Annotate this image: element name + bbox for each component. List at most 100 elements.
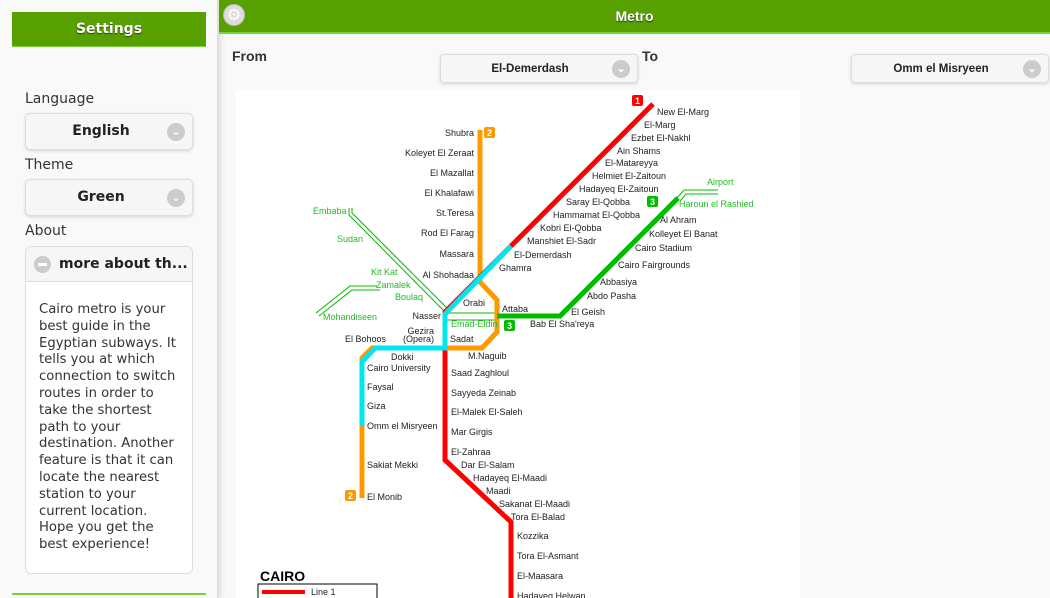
- station-label[interactable]: Kozzika: [517, 531, 549, 541]
- station-label[interactable]: Al Shohadaa: [422, 270, 474, 280]
- line3-branch-mohandiseen: [315, 285, 377, 314]
- settings-sidebar: Settings Language English⌄ Theme Green⌄ …: [0, 0, 218, 598]
- station-label[interactable]: Sakanat El-Maadi: [499, 499, 570, 509]
- station-label[interactable]: Ezbet El-Nakhl: [631, 133, 691, 143]
- station-label[interactable]: El-Marg: [644, 120, 676, 130]
- station-label[interactable]: Manshiet El-Sadr: [527, 236, 596, 246]
- station-label[interactable]: Cairo University: [367, 363, 431, 373]
- station-label[interactable]: Dokki: [391, 352, 414, 362]
- settings-title: Settings: [12, 12, 206, 47]
- station-label[interactable]: Koleyet El Zeraat: [405, 148, 475, 158]
- station-label[interactable]: Rod El Farag: [421, 228, 474, 238]
- line1: [442, 102, 655, 598]
- station-label[interactable]: Dar El-Salam: [461, 460, 515, 470]
- station-label[interactable]: Saray El-Qobba: [566, 197, 630, 207]
- station-label[interactable]: Saad Zaghloul: [451, 368, 509, 378]
- line3-branch-mohandiseen-2: [318, 289, 380, 317]
- about-label: About: [25, 223, 67, 239]
- line-badge: [647, 196, 658, 207]
- station-label[interactable]: El-Demerdash: [514, 250, 572, 260]
- station-label[interactable]: El Monib: [367, 492, 402, 502]
- station-label[interactable]: Ain Shams: [617, 146, 661, 156]
- legend-title: CAIRO: [260, 568, 305, 584]
- from-select[interactable]: El-Demerdash⌄: [440, 54, 638, 83]
- station-label[interactable]: Sadat: [450, 334, 474, 344]
- chevron-down-icon: ⌄: [167, 189, 185, 207]
- station-label[interactable]: Cairo Stadium: [635, 243, 692, 253]
- app-header: Metro ⚙: [219, 0, 1050, 34]
- station-label[interactable]: Hadayeq El-Maadi: [473, 473, 547, 483]
- station-label[interactable]: Bab El Sha'reya: [530, 319, 594, 329]
- station-label[interactable]: Emad-Eldin: [451, 319, 498, 329]
- station-label[interactable]: Tora El-Balad: [511, 512, 565, 522]
- station-label[interactable]: Attaba: [502, 304, 528, 314]
- station-label[interactable]: Orabi: [463, 298, 485, 308]
- to-select[interactable]: Omm el Misryeen⌄: [851, 54, 1049, 83]
- station-label[interactable]: El-Zahraa: [451, 447, 491, 457]
- line-badge: [632, 95, 643, 106]
- station-label[interactable]: Ghamra: [499, 263, 532, 273]
- page-title: Metro: [615, 8, 654, 24]
- station-label[interactable]: Mar Girgis: [451, 427, 493, 437]
- station-label[interactable]: Helmiet El-Zaitoun: [592, 171, 666, 181]
- station-label[interactable]: Haroun el Rashied: [679, 199, 754, 209]
- station-label[interactable]: Kobri El-Qobba: [540, 223, 602, 233]
- station-label[interactable]: M.Naguib: [468, 351, 507, 361]
- from-value: El-Demerdash: [491, 63, 569, 75]
- to-label: To: [642, 48, 659, 64]
- station-label[interactable]: Nasser: [412, 311, 441, 321]
- station-label[interactable]: El Geish: [571, 307, 605, 317]
- minus-icon: [34, 256, 51, 273]
- station-label[interactable]: Hammamat El-Qobba: [553, 210, 640, 220]
- line-badge: [345, 490, 356, 501]
- station-label[interactable]: El Khalafawi: [424, 188, 474, 198]
- station-label[interactable]: (Opera): [403, 334, 434, 344]
- station-label[interactable]: El Mazallat: [430, 168, 475, 178]
- station-label[interactable]: Al Ahram: [660, 215, 697, 225]
- station-label[interactable]: Hadayeq Helwan: [517, 591, 586, 598]
- line3-airport: [676, 189, 718, 199]
- station-label[interactable]: El Bohoos: [345, 334, 387, 344]
- station-label[interactable]: Omm el Misryeen: [367, 421, 438, 431]
- station-label[interactable]: Zamalek: [376, 280, 411, 290]
- station-label[interactable]: St.Teresa: [436, 208, 474, 218]
- station-label[interactable]: New El-Marg: [657, 107, 709, 117]
- station-label[interactable]: Boulaq: [395, 292, 423, 302]
- station-label[interactable]: El-Matareyya: [605, 158, 658, 168]
- station-label[interactable]: Cairo Fairgrounds: [618, 260, 691, 270]
- station-label[interactable]: Kolleyet El Banat: [649, 229, 718, 239]
- station-label[interactable]: El-Malek El-Saleh: [451, 407, 523, 417]
- station-label[interactable]: Sayyeda Zeinab: [451, 388, 516, 398]
- station-label[interactable]: El-Maasara: [517, 571, 563, 581]
- station-label[interactable]: Abbasiya: [600, 277, 637, 287]
- line2: [359, 130, 500, 498]
- station-label[interactable]: Embaba: [313, 206, 347, 216]
- station-label[interactable]: Shubra: [445, 128, 474, 138]
- station-label[interactable]: Maadi: [486, 486, 511, 496]
- gear-icon[interactable]: ⚙: [223, 4, 245, 26]
- station-label[interactable]: Gezira: [407, 326, 434, 336]
- chevron-down-icon: ⌄: [167, 123, 185, 141]
- station-label[interactable]: Mohandiseen: [323, 312, 377, 322]
- about-toggle[interactable]: more about th...: [26, 247, 192, 282]
- line-badge: [484, 127, 495, 138]
- line-badge-number: 2: [348, 491, 353, 501]
- theme-select[interactable]: Green⌄: [25, 179, 193, 216]
- station-label[interactable]: Giza: [367, 401, 386, 411]
- station-label[interactable]: Abdo Pasha: [587, 291, 636, 301]
- about-text: Cairo metro is your best guide in the Eg…: [39, 302, 176, 553]
- station-label[interactable]: Faysal: [367, 382, 394, 392]
- line-badge: [504, 320, 515, 331]
- chevron-down-icon: ⌄: [1023, 60, 1041, 78]
- station-label[interactable]: Hadayeq El-Zaitoun: [579, 184, 659, 194]
- station-label[interactable]: Tora El-Asmant: [517, 551, 579, 561]
- language-select[interactable]: English⌄: [25, 113, 193, 150]
- from-label: From: [232, 48, 267, 64]
- station-label[interactable]: Sudan: [337, 234, 363, 244]
- line3-branch-embaba-2: [351, 208, 448, 309]
- station-label[interactable]: Kit Kat: [371, 267, 398, 277]
- station-label[interactable]: Massara: [439, 249, 474, 259]
- station-label[interactable]: Airport: [707, 177, 734, 187]
- station-label[interactable]: Sakiat Mekki: [367, 460, 418, 470]
